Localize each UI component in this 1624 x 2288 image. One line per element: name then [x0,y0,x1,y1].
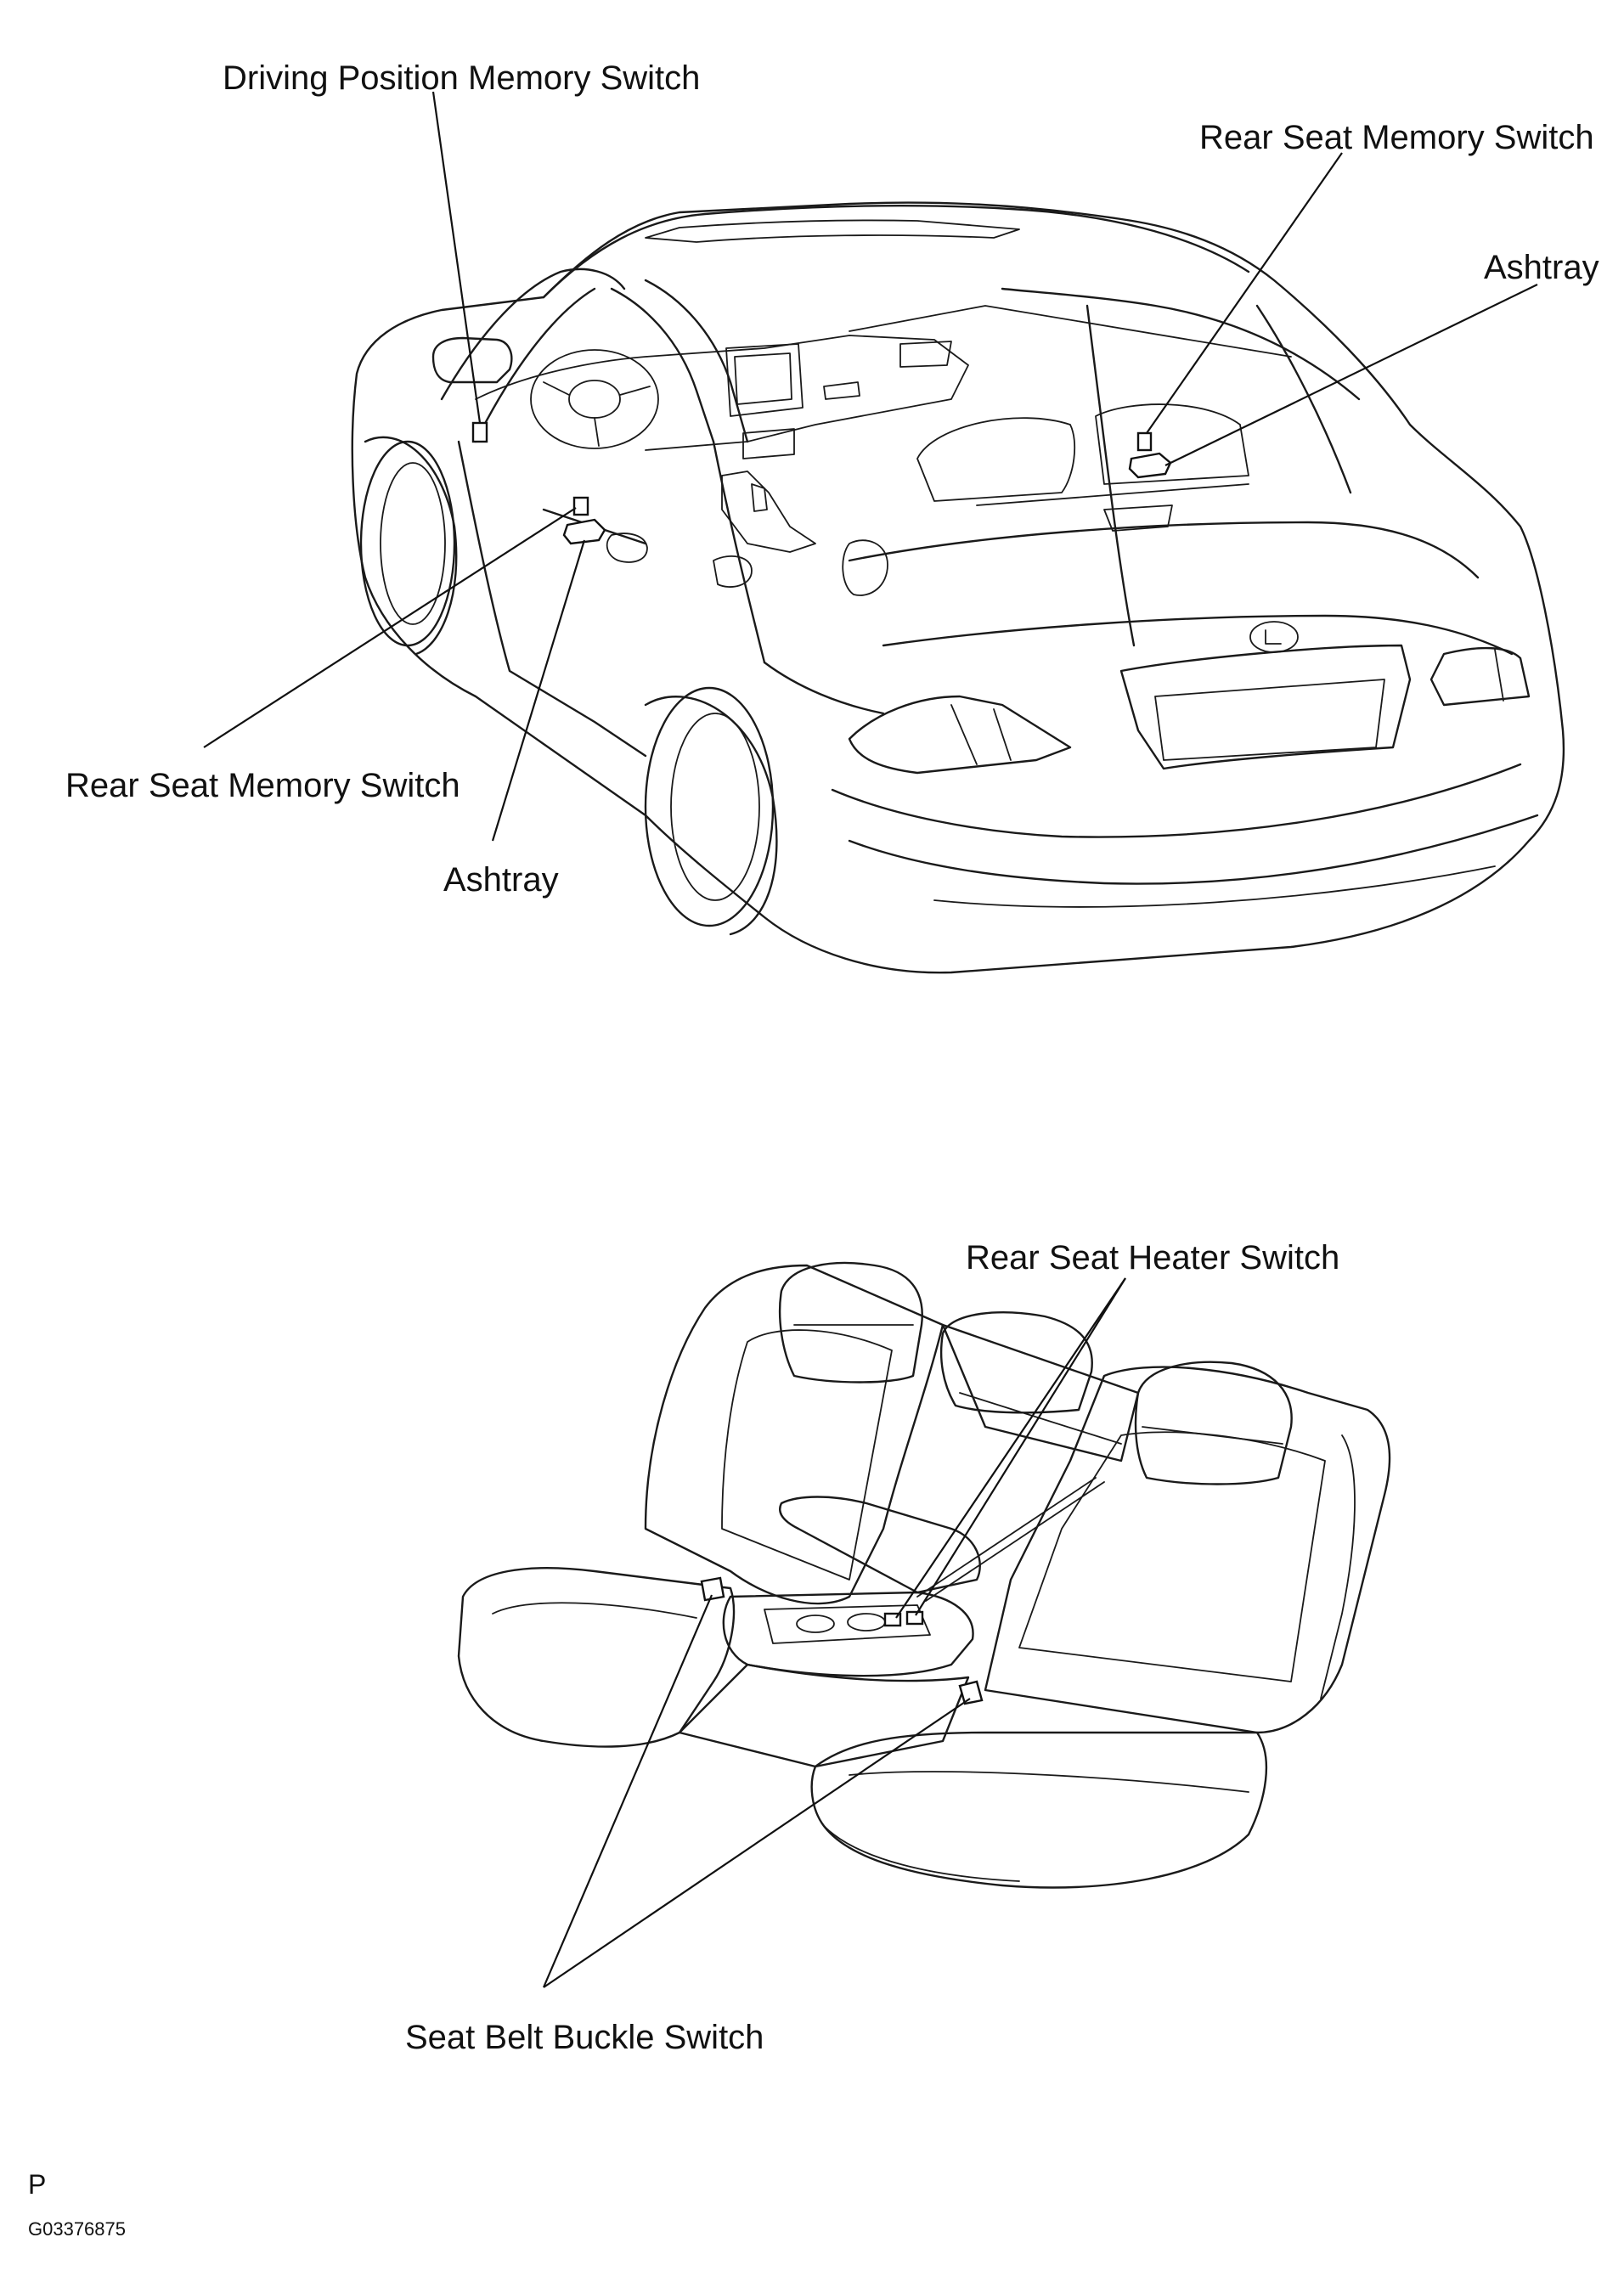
ashtray-part-left [562,518,606,545]
leader-rear-seat-heater-switch-b [915,1277,1126,1616]
seat-belt-buckle-switch-part-right [958,1680,984,1705]
driving-position-memory-switch-part [471,421,488,443]
label-ashtray-left: Ashtray [443,861,559,899]
leader-seat-belt-buckle-switch-left [542,1594,713,1988]
leader-driving-position-memory-switch [431,91,482,424]
rear-seat-memory-switch-part-left [572,496,589,516]
leader-lines [203,91,1538,1988]
rear-seat-heater-switch-part-2 [905,1610,924,1626]
label-seat-belt-buckle-switch: Seat Belt Buckle Switch [405,2019,764,2056]
car-illustration [351,201,1565,974]
label-rear-seat-memory-switch-left: Rear Seat Memory Switch [65,767,460,804]
leader-ashtray-left [491,539,586,842]
label-driving-position-memory-switch: Driving Position Memory Switch [223,59,701,97]
label-rear-seat-heater-switch: Rear Seat Heater Switch [966,1239,1340,1276]
ashtray-part-right [1128,452,1172,479]
leader-rear-seat-heater-switch-a [895,1277,1126,1619]
rear-seat-memory-switch-part-right [1136,431,1153,452]
leader-rear-seat-memory-switch-left [203,507,577,748]
leader-ashtray-right [1164,284,1538,466]
label-ashtray-right: Ashtray [1484,249,1599,286]
figure-code: G03376875 [28,2218,126,2240]
leader-seat-belt-buckle-switch-right [543,1698,971,1988]
seat-belt-buckle-switch-part-left [700,1576,725,1602]
leader-rear-seat-memory-switch-right [1146,152,1343,434]
rear-seat-illustration [457,1261,1391,1889]
label-rear-seat-memory-switch-right: Rear Seat Memory Switch [1199,119,1594,156]
footer-letter: P [28,2169,47,2200]
